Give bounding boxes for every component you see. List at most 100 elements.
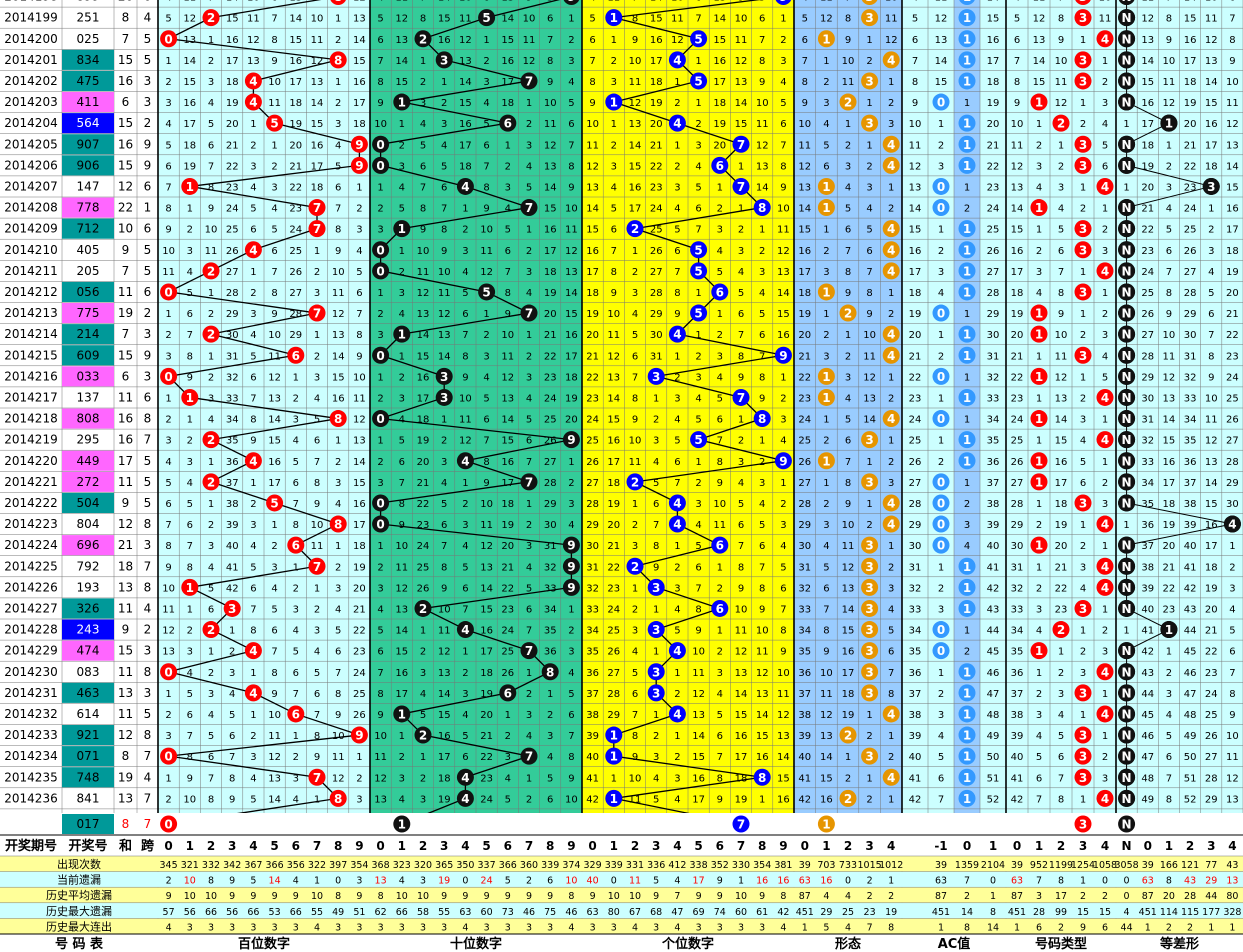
sum-cell: 17 — [118, 454, 133, 468]
type-stat-cell: 1199 — [1049, 860, 1073, 871]
shape-omission-cell: 2 — [888, 393, 894, 404]
ac-omission-cell: 3 — [938, 267, 944, 278]
tens-omission-cell: 4 — [505, 204, 511, 215]
units-hit-digit: 3 — [652, 370, 660, 384]
shape-omission-cell: 6 — [802, 35, 808, 46]
hundreds-hit-digit: 9 — [355, 159, 363, 173]
hundreds-omission-cell: 3 — [335, 119, 341, 130]
hundreds-omission-cell: 11 — [247, 14, 260, 25]
arith-omission-cell: 25 — [1184, 225, 1197, 236]
ac-header-digit: 0 — [963, 839, 971, 853]
shape-omission-cell: 6 — [823, 161, 829, 172]
hundreds-omission-cell: 2 — [187, 626, 193, 637]
type-omission-cell: 1 — [1102, 415, 1108, 426]
units-hit-digit: 6 — [716, 602, 724, 616]
shape-omission-cell: 16 — [820, 794, 833, 805]
span-cell: 9 — [144, 158, 152, 172]
shape-omission-cell: 12 — [863, 372, 876, 383]
span-cell: 4 — [144, 601, 152, 615]
shape-hit-digit: 4 — [887, 222, 895, 236]
hundreds-omission-cell: 5 — [293, 647, 299, 658]
type-hit-ball — [1030, 642, 1048, 660]
shape-hit-digit: 4 — [887, 771, 895, 785]
shape-omission-cell: 12 — [820, 710, 833, 721]
units-omission-cell: 10 — [629, 436, 642, 447]
hundreds-omission-cell: 23 — [226, 182, 239, 193]
period-cell: 2014204 — [4, 116, 57, 130]
ac-hit-ball — [932, 177, 950, 195]
hundreds-omission-cell: 11 — [205, 246, 218, 257]
units-omission-cell: 13 — [735, 77, 748, 88]
units-omission-cell: 14 — [713, 14, 726, 25]
arith-omission-cell: 41 — [1141, 626, 1154, 637]
tens-hit-digit: 1 — [398, 96, 406, 110]
tens-omission-cell: 19 — [438, 794, 451, 805]
hundreds-omission-cell: 1 — [208, 288, 214, 299]
tens-hit-ball — [478, 9, 496, 27]
units-omission-cell: 27 — [607, 668, 620, 679]
units-omission-cell: 25 — [650, 225, 663, 236]
units-omission-cell: 11 — [756, 119, 769, 130]
tens-stat-cell: 320 — [414, 860, 432, 871]
number-cell: 841 — [77, 791, 100, 805]
number-cell-highlight — [62, 155, 114, 176]
span-cell: 2 — [144, 306, 152, 320]
units-omission-cell: 3 — [759, 267, 765, 278]
type-hit-ball — [1052, 621, 1070, 639]
tens-omission-cell: 7 — [483, 161, 489, 172]
units-omission-cell: 13 — [629, 119, 642, 130]
shape-hit-ball — [839, 304, 857, 322]
tens-hit-digit: 0 — [376, 138, 384, 152]
ac-omission-cell: 1 — [938, 119, 944, 130]
units-omission-cell: 29 — [607, 710, 620, 721]
hundreds-omission-cell: 2 — [208, 668, 214, 679]
units-omission-cell: 6 — [695, 562, 701, 573]
shape-omission-cell: 3 — [845, 161, 851, 172]
type-omission-cell: 6 — [1102, 161, 1108, 172]
units-omission-cell: 1 — [759, 225, 765, 236]
arith-stat-cell: 1 — [1145, 922, 1151, 933]
shape-omission-cell: 9 — [845, 35, 851, 46]
type-omission-cell: 16 — [1011, 246, 1024, 257]
tens-hit-digit: 9 — [567, 560, 575, 574]
arith-omission-cell: 22 — [1141, 225, 1154, 236]
tens-omission-cell: 17 — [565, 351, 578, 362]
shape-omission-cell: 2 — [888, 752, 894, 763]
hundreds-omission-cell: 16 — [289, 56, 302, 67]
tens-omission-cell: 16 — [565, 330, 578, 341]
tens-stat-cell: 63 — [459, 907, 471, 918]
tens-omission-cell: 3 — [526, 267, 532, 278]
tens-omission-cell: 4 — [399, 309, 405, 320]
hundreds-omission-cell: 3 — [165, 436, 171, 447]
shape-omission-cell: 26 — [798, 457, 811, 468]
arith-omission-cell: 19 — [1205, 583, 1218, 594]
units-omission-cell: 15 — [713, 35, 726, 46]
hundreds-omission-cell: 10 — [268, 330, 281, 341]
hundreds-omission-cell: 4 — [335, 604, 341, 615]
period-cell: 2014209 — [4, 222, 57, 236]
arith-omission-cell: 42 — [1141, 647, 1154, 658]
hundreds-omission-cell: 8 — [335, 689, 341, 700]
units-omission-cell: 41 — [586, 773, 599, 784]
tens-omission-cell: 1 — [377, 372, 383, 383]
hundreds-omission-cell: 5 — [229, 710, 235, 721]
hundreds-omission-cell: 2 — [165, 710, 171, 721]
units-omission-cell: 6 — [589, 35, 595, 46]
hundreds-omission-cell: 2 — [250, 731, 256, 742]
hundreds-stat-cell: 3 — [293, 922, 299, 933]
ac-omission-cell: 2 — [938, 689, 944, 700]
units-header-digit: 1 — [610, 839, 618, 853]
type-stat-cell: 1 — [1014, 922, 1020, 933]
tens-omission-cell: 12 — [395, 583, 408, 594]
shape-hit-digit: 1 — [822, 370, 830, 384]
type-omission-cell: 2 — [1102, 478, 1108, 489]
shape-hit-digit: 4 — [887, 159, 895, 173]
units-omission-cell: 5 — [674, 436, 680, 447]
span-cell: 8 — [144, 728, 152, 742]
tens-omission-cell: 2 — [505, 161, 511, 172]
units-omission-cell: 15 — [777, 309, 790, 320]
span-cell: 9 — [144, 348, 152, 362]
shape-omission-cell: 13 — [798, 182, 811, 193]
hundreds-hit-ball — [244, 642, 262, 660]
shape-hit-ball — [817, 283, 835, 301]
